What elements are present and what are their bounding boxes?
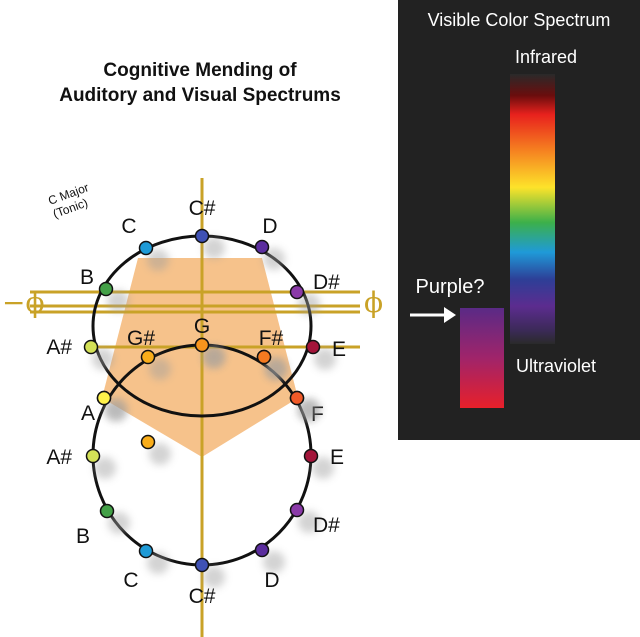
lower-node-shadow [105, 399, 127, 421]
upper-node [305, 339, 321, 355]
upper-note-label: G# [127, 327, 155, 350]
lower-node-shadow [263, 551, 285, 573]
upper-note-label: E [332, 338, 346, 361]
lower-circle-nodes: E D# D C# C B A# [46, 337, 344, 608]
lower-node-shadow [108, 512, 130, 534]
lower-note-label: C [123, 569, 138, 592]
lower-node-shadow [298, 511, 320, 533]
lower-node-shadow [149, 443, 171, 465]
upper-node-shadow [314, 348, 336, 370]
upper-node-shadow [203, 237, 225, 259]
spectrum-panel: Visible Color Spectrum Infrared Ultravio… [398, 0, 640, 440]
upper-node [83, 339, 99, 355]
upper-note-label: C# [189, 197, 216, 220]
upper-node-shadow [147, 249, 169, 271]
lower-note-label: B [76, 525, 90, 548]
lower-node [194, 557, 210, 573]
upper-node-shadow [107, 290, 129, 312]
lower-node [254, 542, 270, 558]
upper-node-shadow [298, 293, 320, 315]
lower-node [85, 448, 101, 464]
spectrum-title: Visible Color Spectrum [428, 10, 611, 30]
lower-node-shadow [203, 346, 225, 368]
upper-note-label: G [194, 315, 210, 338]
ultraviolet-label: Ultraviolet [516, 356, 596, 376]
lower-node [256, 349, 272, 365]
upper-note-label: B [80, 266, 94, 289]
lower-node [140, 434, 156, 450]
upper-node-shadow [263, 248, 285, 270]
upper-note-label: D# [313, 271, 340, 294]
lower-node [96, 390, 112, 406]
lower-node [289, 502, 305, 518]
upper-node [98, 281, 114, 297]
upper-node [194, 228, 210, 244]
phi-left-label: −ϕ [2, 286, 45, 319]
upper-note-label: A# [46, 336, 72, 359]
upper-note-label: F# [259, 327, 284, 350]
phi-right-label: ϕ [364, 286, 383, 319]
upper-node-shadow [149, 358, 171, 380]
infrared-label: Infrared [515, 47, 577, 67]
lower-node [289, 390, 305, 406]
lower-note-label: E [330, 446, 344, 469]
lower-node [138, 543, 154, 559]
lower-node-shadow [312, 457, 334, 479]
upper-node [289, 284, 305, 300]
arrow-icon [410, 307, 456, 323]
lower-note-label: D [264, 569, 279, 592]
upper-note-label: A [81, 402, 95, 425]
lower-note-label: D# [313, 514, 340, 537]
upper-node [138, 240, 154, 256]
upper-node [140, 349, 156, 365]
purple-question-label: Purple? [416, 276, 485, 298]
lower-node-shadow [265, 358, 287, 380]
lower-note-label: C# [189, 585, 216, 608]
lower-node [303, 448, 319, 464]
spectrum-bar [510, 74, 555, 344]
lower-node [194, 337, 210, 353]
purple-swatch [460, 308, 504, 408]
upper-node-shadow [92, 348, 114, 370]
upper-note-label: C [121, 215, 136, 238]
title-line-1: Cognitive Mending of [103, 60, 297, 81]
title-line-2: Auditory and Visual Spectrums [59, 85, 341, 106]
upper-note-label: D [262, 215, 277, 238]
lower-node [99, 503, 115, 519]
upper-node [254, 239, 270, 255]
lower-node-shadow [298, 399, 320, 421]
lower-node-shadow [94, 457, 116, 479]
tonic-note: C Major (Tonic) [46, 180, 90, 221]
lower-note-label: A# [46, 446, 72, 469]
lower-node-shadow [203, 566, 225, 588]
lower-node-shadow [147, 552, 169, 574]
